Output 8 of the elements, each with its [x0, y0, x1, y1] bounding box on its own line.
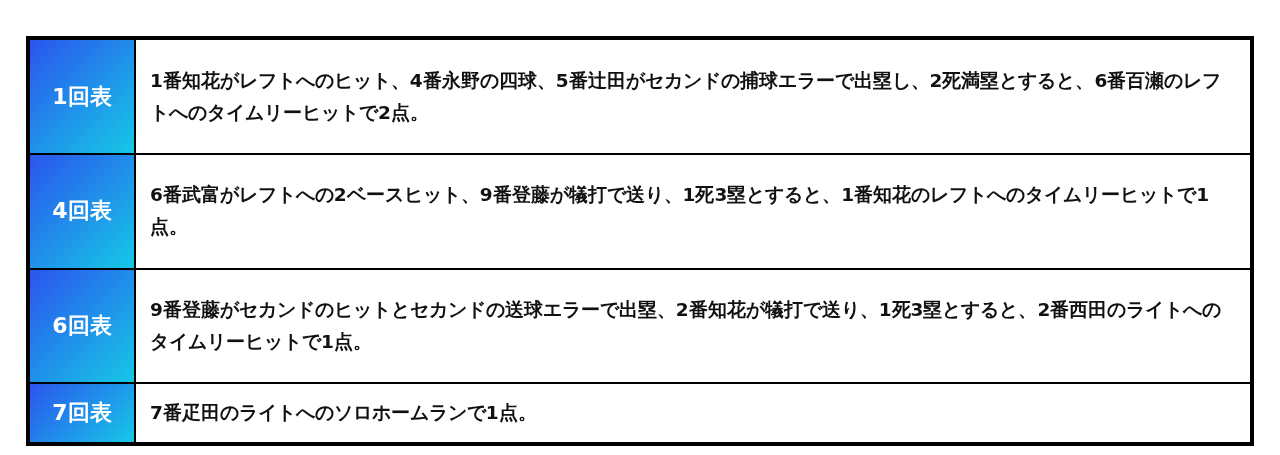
play-description-cell: 9番登藤がセカンドのヒットとセカンドの送球エラーで出塁、2番知花が犠打で送り、1死3塁とすると、2番西田のライトへのタイムリーヒットで1点。	[135, 268, 1252, 384]
inning-header-cell: 6回表	[28, 268, 135, 384]
inning-header-cell: 4回表	[28, 154, 135, 269]
play-description-cell: 7番疋田のライトへのソロホームランで1点。	[135, 383, 1252, 444]
inning-header-cell: 1回表	[28, 38, 135, 155]
inning-header-cell: 7回表	[28, 383, 135, 444]
play-description-cell: 1番知花がレフトへのヒット、4番永野の四球、5番辻田がセカンドの捕球エラーで出塁し、2死満塁とすると、6番百瀬のレフトへのタイムリーヒットで2点。	[135, 38, 1252, 155]
play-description-cell: 6番武富がレフトへの2ベースヒット、9番登藤が犠打で送り、1死3塁とすると、1番知花のレフトへのタイムリーヒットで1点。	[135, 154, 1252, 269]
